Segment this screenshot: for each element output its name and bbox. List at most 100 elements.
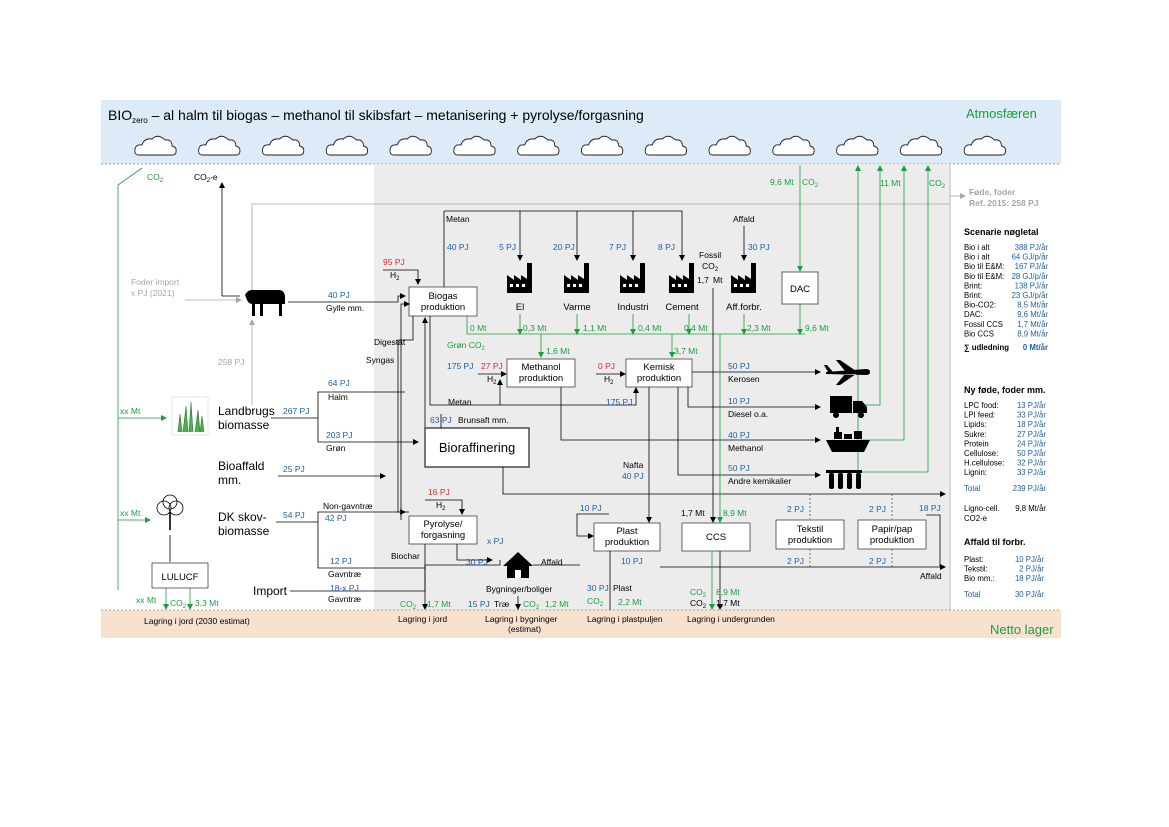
scenario-row-label: Fossil CCS	[964, 320, 1003, 329]
svg-text:mm.: mm.	[218, 473, 241, 487]
svg-text:8,9 Mt: 8,9 Mt	[723, 508, 747, 518]
scenario-row-label: Brint:	[964, 281, 982, 290]
food-row-value: 13 PJ/år	[1017, 401, 1046, 410]
scenario-row-label: Bio-CO2:	[964, 301, 996, 310]
svg-text:Biochar: Biochar	[391, 551, 420, 561]
svg-text:CO2: CO2	[690, 598, 707, 610]
svg-text:Methanol: Methanol	[521, 362, 560, 373]
cloud-icon	[772, 135, 815, 156]
food-row-value: 32 PJ/år	[1017, 459, 1046, 468]
svg-text:Kerosen: Kerosen	[728, 374, 760, 384]
cloud-icon	[708, 135, 751, 156]
cloud-icon	[517, 135, 560, 156]
svg-text:H2: H2	[604, 374, 614, 386]
factory-label-el: El	[516, 302, 524, 313]
svg-text:Syngas: Syngas	[366, 355, 394, 365]
svg-text:40 PJ: 40 PJ	[447, 242, 469, 252]
svg-text:9,6 Mt: 9,6 Mt	[770, 177, 794, 187]
svg-text:Affald: Affald	[920, 571, 942, 581]
food-row-value: 33 PJ/år	[1017, 468, 1046, 477]
svg-text:Grøn: Grøn	[326, 443, 346, 453]
svg-text:0 PJ: 0 PJ	[598, 361, 615, 371]
ligno-label: Ligno-cell.	[964, 504, 1000, 513]
factory-icon	[507, 263, 532, 293]
svg-text:18-x PJ: 18-x PJ	[330, 583, 359, 593]
svg-text:15 PJ: 15 PJ	[468, 599, 490, 609]
svg-text:xx Mt: xx Mt	[120, 508, 141, 518]
svg-text:50 PJ: 50 PJ	[728, 361, 750, 371]
svg-text:1,2 Mt: 1,2 Mt	[545, 599, 569, 609]
svg-text:5 PJ: 5 PJ	[499, 242, 516, 252]
svg-text:Import: Import	[253, 584, 288, 598]
svg-text:2,3 Mt: 2,3 Mt	[747, 323, 771, 333]
svg-text:Foder import: Foder import	[131, 277, 180, 287]
plastic-storage-label: Lagring i plastpuljen	[587, 614, 663, 624]
factory-label-industri: Industri	[617, 302, 648, 313]
waste-row-label: Plast:	[964, 555, 984, 564]
paper-production-box	[857, 519, 927, 550]
waste-row-value: 18 PJ/år	[1015, 574, 1044, 583]
svg-text:Non-gavntræ: Non-gavntræ	[323, 501, 373, 511]
svg-text:18 PJ: 18 PJ	[919, 503, 941, 513]
food-row-value: 33 PJ/år	[1017, 411, 1046, 420]
svg-text:30 PJ: 30 PJ	[748, 242, 770, 252]
svg-text:8 PJ: 8 PJ	[658, 242, 675, 252]
waste-total-value: 30 PJ/år	[1015, 590, 1044, 599]
scenario-row-value: 167 PJ/år	[1015, 262, 1049, 271]
svg-text:Føde, foder: Føde, foder	[969, 187, 1016, 197]
svg-text:16 PJ: 16 PJ	[428, 487, 450, 497]
cloud-icon	[453, 135, 496, 156]
svg-text:30 PJ: 30 PJ	[466, 557, 488, 567]
svg-text:CO2-e: CO2-e	[194, 172, 218, 184]
truck-icon	[830, 396, 867, 418]
food-row-label: H.cellulose:	[964, 459, 1004, 468]
scenario-row-label: DAC:	[964, 310, 983, 319]
svg-text:Bygninger/boliger: Bygninger/boliger	[486, 584, 552, 594]
scenario-row-label: Brint:	[964, 291, 982, 300]
svg-text:1,7 Mt: 1,7 Mt	[681, 508, 705, 518]
svg-text:Affald: Affald	[733, 214, 755, 224]
lulucf-label: LULUCF	[162, 572, 199, 583]
svg-text:CO2: CO2	[170, 598, 187, 610]
cloud-icon	[899, 135, 943, 156]
svg-text:Metan: Metan	[446, 214, 470, 224]
tree-icon	[152, 494, 188, 535]
food-row-value: 27 PJ/år	[1017, 430, 1046, 439]
svg-text:Ref. 2015: 258 PJ: Ref. 2015: 258 PJ	[969, 198, 1039, 208]
svg-text:Plast: Plast	[613, 583, 633, 593]
plastic-production-box	[593, 522, 661, 552]
cloud-row	[134, 135, 1007, 156]
svg-text:12 PJ: 12 PJ	[330, 556, 352, 566]
svg-text:11 Mt: 11 Mt	[880, 178, 901, 188]
svg-text:64 PJ: 64 PJ	[328, 378, 350, 388]
food-row-label: Lignin:	[964, 468, 987, 477]
ligno-value: 9,8 Mt/år	[1015, 504, 1046, 513]
svg-text:xx Mt: xx Mt	[136, 595, 157, 605]
soil-storage-label: Lagring i jord (2030 estimat)	[144, 616, 250, 626]
svg-text:H2: H2	[487, 374, 497, 386]
waste-row-label: Bio mm.:	[964, 574, 995, 583]
waste-row-value: 10 PJ/år	[1015, 555, 1044, 564]
scenario-row-value: 28 GJ/p/år	[1012, 272, 1049, 281]
svg-text:0,4 Mt: 0,4 Mt	[638, 323, 662, 333]
scenario-total-value: 0 Mt/år	[1023, 343, 1048, 352]
waste-total-label: Total	[964, 590, 981, 599]
cloud-icon	[134, 135, 177, 156]
pyrolysis-box	[408, 515, 478, 545]
svg-text:produktion: produktion	[637, 373, 681, 384]
food-title: Ny føde, foder mm.	[964, 385, 1046, 395]
cloud-icon	[963, 135, 1007, 156]
textile-production-box	[775, 519, 845, 550]
svg-text:Tekstil: Tekstil	[797, 524, 823, 535]
scenario-row-value: 138 PJ/år	[1015, 281, 1049, 290]
svg-text:Pyrolyse/: Pyrolyse/	[423, 519, 462, 530]
svg-text:9,6 Mt: 9,6 Mt	[805, 323, 829, 333]
svg-text:203 PJ: 203 PJ	[326, 430, 352, 440]
cloud-icon	[836, 135, 879, 156]
svg-text:Brunsaft mm.: Brunsaft mm.	[458, 415, 509, 425]
ligno-co2e: CO2-e	[964, 514, 987, 523]
svg-text:Mt: Mt	[713, 275, 723, 285]
svg-text:Gavntræ: Gavntræ	[328, 569, 362, 579]
house-icon	[503, 552, 533, 578]
